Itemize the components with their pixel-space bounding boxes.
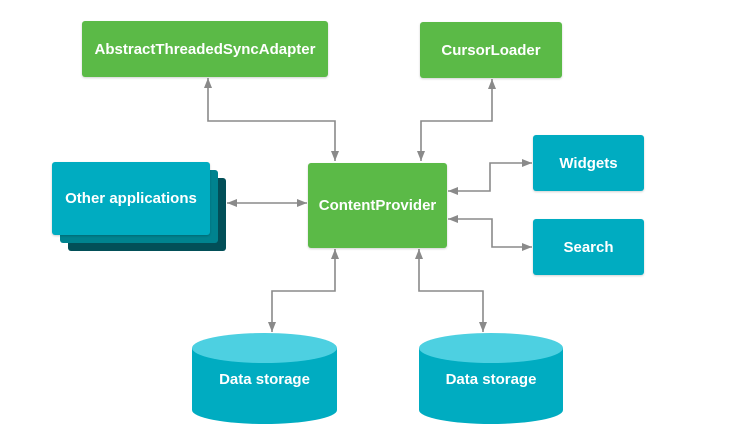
node-label: ContentProvider [318, 197, 437, 214]
node-label: Widgets [559, 154, 618, 172]
node-cursor-loader: CursorLoader [420, 22, 562, 78]
node-label: Search [563, 238, 614, 256]
arrow-content-provider-search [448, 215, 532, 251]
arrow-sync-adapter-content-provider [204, 78, 339, 161]
cylinder-top-ellipse [192, 333, 337, 363]
arrow-content-provider-data-storage-right [415, 249, 487, 332]
node-data-storage-left: Data storage [192, 333, 337, 424]
cylinder-top-ellipse [419, 333, 563, 363]
node-label: Data storage [219, 371, 310, 388]
node-label: Other applications [65, 190, 197, 207]
node-abstract-threaded-sync-adapter: AbstractThreadedSyncAdapter [82, 21, 328, 77]
node-label: AbstractThreadedSyncAdapter [94, 40, 316, 58]
node-content-provider: ContentProvider [308, 163, 447, 248]
node-other-applications: Other applications [52, 162, 226, 251]
node-label: Data storage [445, 371, 537, 388]
node-search: Search [533, 219, 644, 275]
node-label: CursorLoader [441, 41, 541, 59]
arrow-content-provider-data-storage-left [268, 249, 339, 332]
node-widgets: Widgets [533, 135, 644, 191]
node-data-storage-right: Data storage [419, 333, 563, 424]
arrow-content-provider-widgets [448, 159, 532, 195]
arrow-cursor-loader-content-provider [417, 79, 496, 161]
stack-front-card: Other applications [52, 162, 210, 235]
